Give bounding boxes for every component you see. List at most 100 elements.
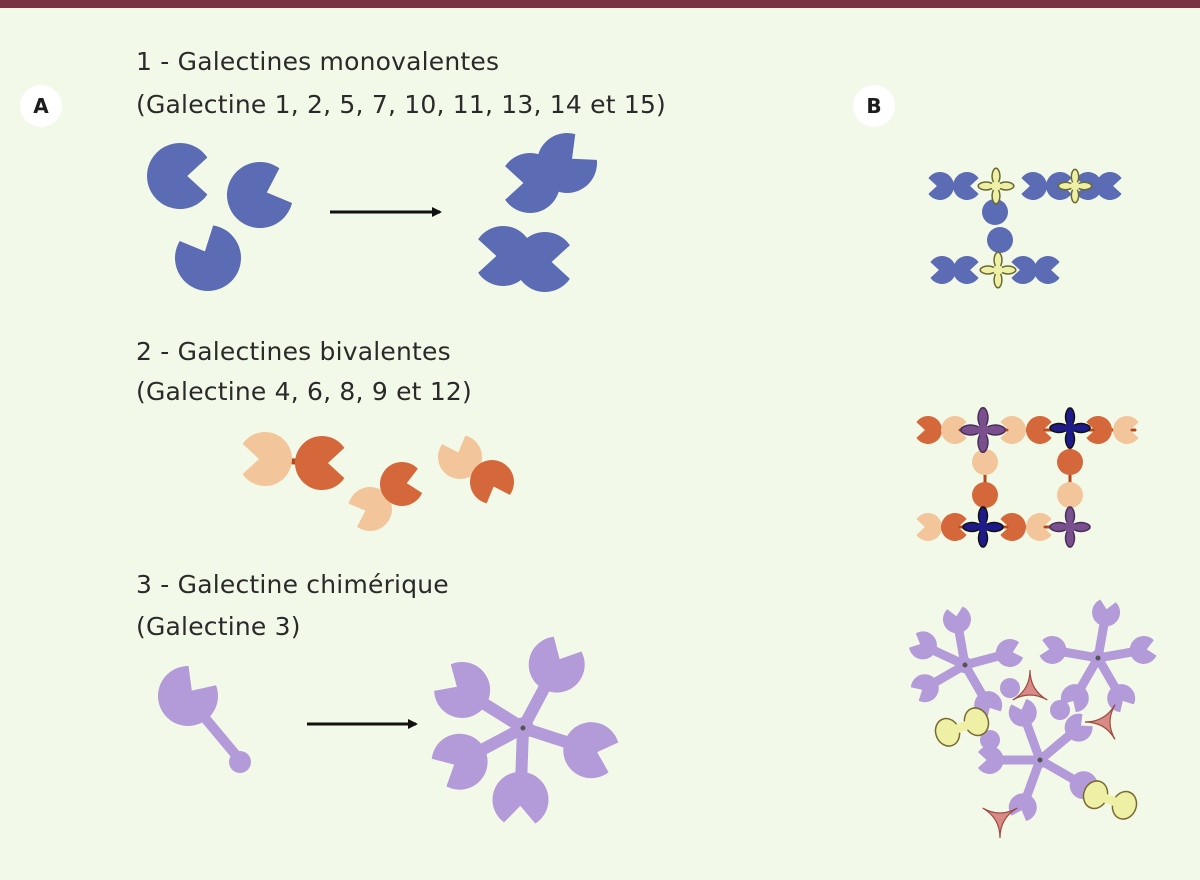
section-1-title: 1 - Galectines monovalentes <box>136 47 500 76</box>
monovalent-dimers-group <box>478 133 597 292</box>
pentamer-crd <box>431 733 488 790</box>
section-2-title: 2 - Galectines bivalentes <box>136 337 451 366</box>
pentamer-crd <box>1069 771 1098 800</box>
crd-domain <box>158 666 218 727</box>
crd-domain <box>1026 513 1052 542</box>
section-1-subtitle: (Galectine 1, 2, 5, 7, 10, 11, 13, 14 et… <box>136 90 667 119</box>
monovalent-monomers-group <box>147 143 293 291</box>
ligand-petal <box>1064 525 1076 548</box>
ligand-petal <box>1073 181 1093 191</box>
crd-domain <box>941 416 967 445</box>
ligand-petal <box>977 407 989 432</box>
ligand-petal <box>977 506 989 529</box>
crd-domain <box>242 432 293 486</box>
ligand-petal <box>993 251 1003 272</box>
ligand-petal <box>1049 521 1072 533</box>
ligand-petal <box>1068 422 1091 434</box>
crd-domain <box>1000 513 1027 542</box>
chimeric-pentamer <box>431 636 619 824</box>
pentamer-crd <box>1129 635 1157 664</box>
ligand-petal <box>991 167 1001 188</box>
crd-domain <box>987 227 1013 253</box>
crd-domain <box>980 730 1000 750</box>
pentamer-crd <box>528 636 585 693</box>
crd-domain <box>1057 482 1083 508</box>
ligand-petal <box>994 181 1015 191</box>
ligand-petal <box>1068 521 1091 533</box>
section-3-subtitle: (Galectine 3) <box>136 612 301 641</box>
ligand-petal <box>991 184 1001 205</box>
crd-domain <box>928 172 955 201</box>
crd-domain <box>295 436 345 490</box>
crd-domain <box>147 143 208 210</box>
pentamer-crd <box>942 606 971 634</box>
crd-domain <box>930 255 957 285</box>
pentamer-crd <box>1064 713 1093 742</box>
section-3-title: 3 - Galectine chimérique <box>136 570 449 599</box>
monovalent-lattice-group <box>928 167 1122 289</box>
panel-b-badge: B <box>853 85 895 127</box>
ligand-glycan <box>960 407 1006 453</box>
ligand-petal <box>960 424 985 436</box>
ligand-bar <box>1097 791 1123 809</box>
ligand-petal <box>1064 426 1076 449</box>
crd-domain <box>953 256 979 285</box>
ligand-glycan <box>962 506 1004 548</box>
chimeric-pentamer <box>909 606 1024 720</box>
ligand-glycan <box>977 167 1015 205</box>
pentamer-crd <box>1008 793 1037 821</box>
bivalent-lattice-group <box>916 407 1139 548</box>
crd-domain <box>469 460 514 504</box>
crd-domain <box>1113 416 1139 445</box>
top-border-bar <box>0 0 1200 8</box>
crd-domain <box>515 232 570 292</box>
crd-domain <box>972 482 998 508</box>
pentamer-crd <box>1092 599 1121 627</box>
crd-domain <box>1086 415 1112 444</box>
pentamer-crd <box>434 661 491 718</box>
ligand-petal <box>1070 184 1080 204</box>
ligand-petal <box>977 428 989 453</box>
pentamer-crd <box>1008 699 1037 727</box>
ligand-bone <box>1082 780 1138 820</box>
ligand-center <box>1064 422 1076 434</box>
ligand-center <box>991 181 1001 191</box>
section-2-subtitle: (Galectine 4, 6, 8, 9 et 12) <box>136 377 472 406</box>
chimeric-pentamer-group <box>431 636 619 824</box>
crd-domain <box>537 133 597 193</box>
crd-domain <box>380 462 423 507</box>
chimeric-pentamer <box>977 699 1098 821</box>
pentamer-core-center <box>1037 757 1043 763</box>
crd-domain <box>982 199 1008 225</box>
panel-a-badge: A <box>20 85 62 127</box>
ligand-petal <box>1064 407 1076 430</box>
ligand-bar <box>949 718 975 736</box>
ligand-center <box>993 265 1003 275</box>
crd-domain <box>1096 172 1122 200</box>
ligand-petal <box>996 265 1017 275</box>
crd-domain <box>1000 678 1020 698</box>
pentamer-core-center <box>520 725 526 731</box>
ligand-glycan <box>1057 168 1093 204</box>
ligand-petal <box>977 525 989 548</box>
crd-domain <box>1057 449 1083 475</box>
ligand-glycan <box>979 251 1017 289</box>
ligand-triangle <box>982 807 1018 839</box>
crd-domain <box>940 513 967 542</box>
ligand-petal <box>981 424 1006 436</box>
ligand-petal <box>1049 422 1072 434</box>
pentamer-crd <box>977 745 1004 774</box>
crd-domain <box>438 435 483 479</box>
ligand-petal <box>1064 506 1076 529</box>
bivalent-galectins-group <box>242 432 514 532</box>
ligand-center <box>977 424 989 436</box>
ligand-petal <box>1057 181 1077 191</box>
ligand-petal <box>979 265 1000 275</box>
ligand-triangle <box>1084 704 1116 740</box>
crd-domain <box>916 415 942 444</box>
crd-domain <box>1034 256 1060 285</box>
chimeric-monomer-group <box>158 666 251 773</box>
pentamer-core-center <box>1095 655 1101 661</box>
ligand-petal <box>993 268 1003 289</box>
